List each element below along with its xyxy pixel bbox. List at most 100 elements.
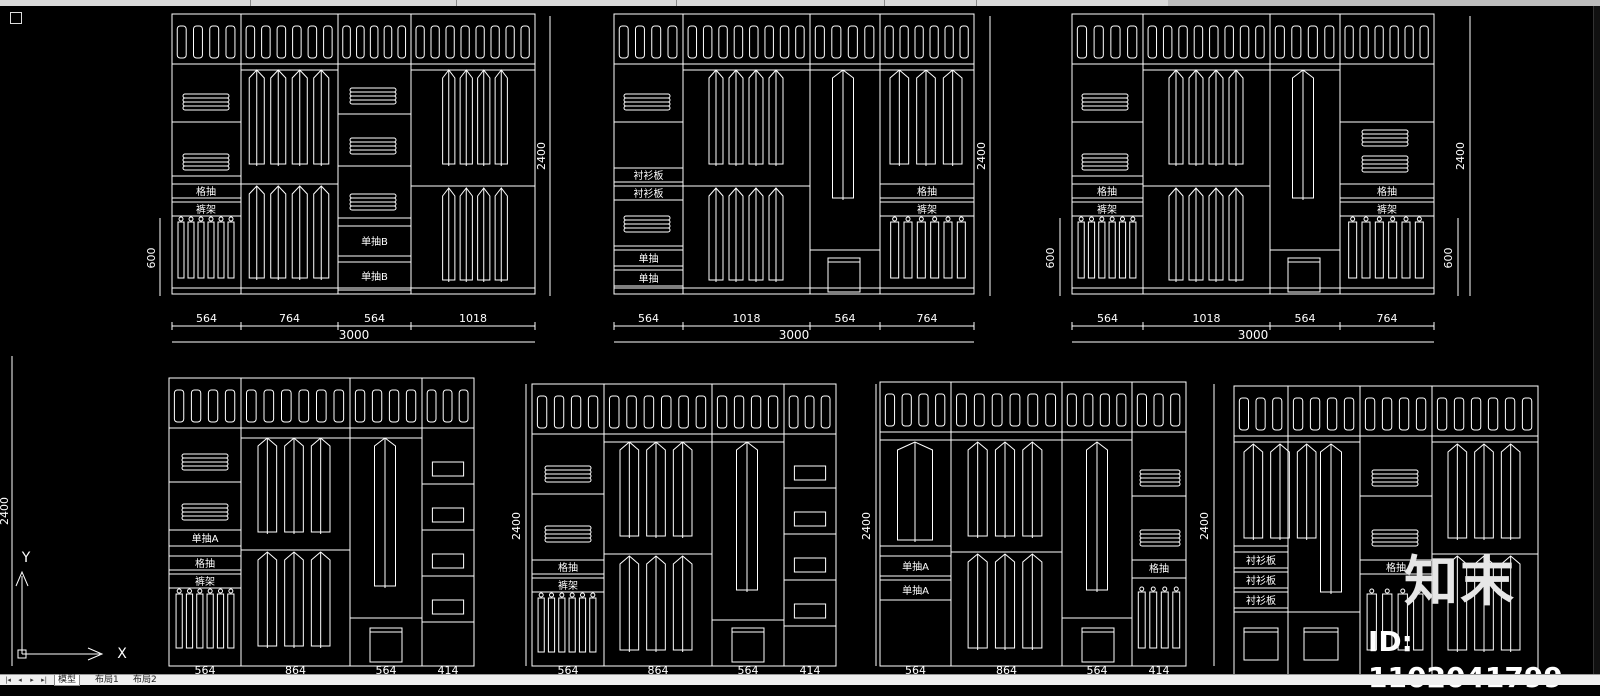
layout-tab-bar: |◂ ◂ ▸ ▸| 模型 布局1 布局2 — [0, 674, 1600, 686]
ribbon-divider — [976, 0, 977, 6]
x-axis-label: X — [117, 646, 127, 662]
storage-box-icon — [426, 389, 437, 423]
lattice-shelf — [168, 555, 242, 571]
storage-box-icon — [190, 389, 202, 423]
pants-body — [217, 221, 225, 279]
folded-layer — [349, 201, 397, 207]
folded-layer — [623, 223, 671, 229]
pants-hook — [1403, 216, 1409, 222]
pants-body — [1388, 221, 1398, 279]
storage-box-icon — [276, 25, 287, 59]
tab-layout1[interactable]: 布局1 — [95, 675, 119, 685]
folded-clothes-icon — [1371, 469, 1419, 487]
height-label: 2400 — [535, 142, 548, 170]
height-label: 600 — [1442, 248, 1455, 269]
first-tab-icon[interactable]: |◂ — [5, 676, 11, 684]
pants-hook — [538, 592, 544, 598]
pants-body — [578, 597, 587, 653]
last-tab-icon[interactable]: ▸| — [41, 676, 47, 684]
dimension-value: 564 — [905, 664, 926, 674]
hanging-garment-icon — [442, 187, 456, 282]
folded-clothes-icon — [1139, 529, 1181, 547]
dimension-value: 564 — [638, 312, 659, 325]
storage-box-icon — [1272, 397, 1283, 431]
hanging-garment-icon — [477, 187, 491, 282]
storage-box-icon — [864, 25, 875, 59]
pants-rack-label: 裤架 — [917, 203, 937, 216]
folded-layer — [349, 91, 397, 97]
tab-model[interactable]: 模型 — [54, 675, 81, 686]
y-arrow — [15, 570, 29, 587]
storage-box-icon — [1110, 25, 1121, 59]
storage-box-icon — [929, 25, 939, 59]
drawer-label: 衬衫板 — [1246, 574, 1276, 587]
drawer-face — [431, 553, 465, 569]
folded-layer — [1139, 473, 1181, 479]
pants-icon — [187, 216, 195, 279]
folded-layer — [544, 465, 592, 471]
pants-icon — [207, 216, 215, 279]
folded-layer — [1081, 161, 1129, 167]
pants-icon — [1366, 588, 1377, 651]
folded-layer — [181, 457, 229, 463]
pants-icon — [1382, 588, 1393, 651]
folded-layer — [544, 529, 592, 535]
storage-box-icon — [245, 25, 256, 59]
folded-layer — [1361, 159, 1409, 165]
pants-body — [890, 221, 900, 279]
hanging-garment-icon — [1022, 553, 1043, 650]
hanging-garment-icon — [1296, 443, 1317, 540]
storage-box-icon — [176, 25, 187, 59]
storage-box-icon — [1147, 25, 1158, 59]
storage-box-icon — [475, 25, 485, 59]
folded-layer — [1081, 93, 1129, 99]
drawer-panel — [1233, 551, 1289, 569]
storage-box-icon — [383, 25, 393, 59]
stacked-drawer-icon — [422, 507, 474, 531]
hanging-garment-icon — [313, 69, 330, 166]
folded-layer — [1139, 537, 1181, 543]
pants-body — [197, 221, 205, 279]
storage-box-icon — [831, 25, 842, 59]
pants-hook — [1130, 216, 1136, 222]
storage-box-icon — [1274, 25, 1285, 59]
folded-clothes-icon — [623, 93, 671, 111]
height-label: 2400 — [1198, 512, 1211, 540]
selection-square-icon[interactable] — [10, 12, 22, 24]
drawer-label: 单抽A — [192, 532, 219, 545]
pants-icon — [1374, 216, 1384, 279]
storage-box-icon — [1162, 25, 1173, 59]
storage-box-icon — [884, 25, 894, 59]
storage-box-icon — [316, 389, 327, 423]
folded-layer — [182, 101, 230, 107]
hanging-garment-icon — [768, 187, 784, 282]
pants-rack-shelf — [879, 201, 975, 217]
drawer-label: 单抽B — [361, 270, 388, 283]
top-ribbon — [0, 0, 1600, 6]
drawer-face — [431, 599, 465, 615]
pants-icon — [890, 216, 900, 279]
storage-box-icon — [1344, 25, 1354, 59]
pants-body — [1414, 221, 1424, 279]
stacked-drawer-icon — [784, 603, 836, 627]
pants-icon — [578, 592, 587, 653]
storage-box-icon — [935, 393, 946, 427]
prev-tab-icon[interactable]: ◂ — [18, 676, 22, 684]
folded-layer — [182, 97, 230, 103]
drawer-label: 单抽A — [902, 584, 929, 597]
drawer-label: 衬衫板 — [634, 169, 664, 182]
lattice-shelf — [1071, 183, 1144, 199]
pants-icon — [547, 592, 556, 653]
folded-layer — [1081, 97, 1129, 103]
tab-layout2[interactable]: 布局2 — [133, 675, 157, 685]
pants-hook — [1369, 588, 1375, 594]
storage-box-icon — [342, 25, 351, 59]
stacked-drawer-icon — [422, 553, 474, 577]
pants-hook — [1139, 586, 1145, 592]
folded-clothes-icon — [182, 153, 230, 171]
storage-box-icon — [914, 25, 924, 59]
next-tab-icon[interactable]: ▸ — [30, 676, 34, 684]
vertical-scrollbar[interactable] — [1593, 6, 1600, 674]
pants-icon — [1348, 216, 1358, 279]
